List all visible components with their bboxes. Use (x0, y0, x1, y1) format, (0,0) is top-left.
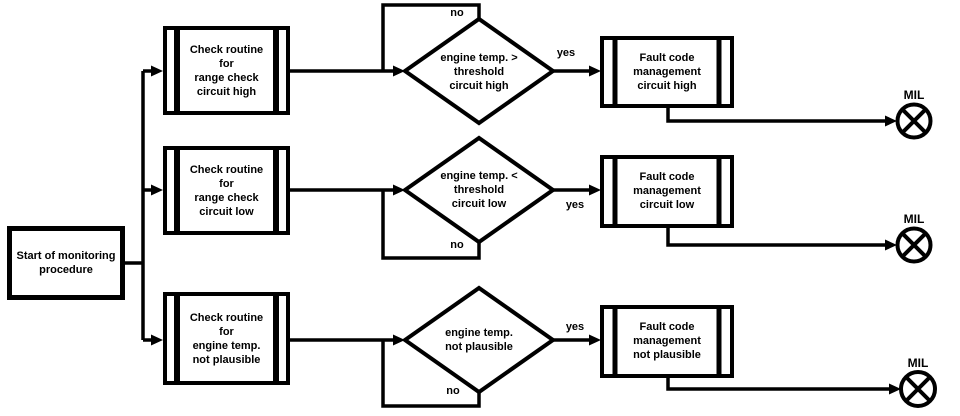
check-routine-label-3: Check routine for engine temp. not plaus… (189, 311, 264, 366)
decision-diamond-2 (401, 135, 557, 245)
fault-code-boxes (600, 36, 734, 378)
mil-label-1: MIL (903, 87, 925, 102)
no-label-2: no (450, 238, 464, 251)
check-routine-box-3-bars (174, 294, 279, 383)
fault-code-box-3 (600, 305, 734, 378)
decision-diamond-3 (401, 285, 557, 395)
check-to-decision-lines (290, 69, 394, 342)
start-node-box (7, 226, 125, 300)
mil-label-3: MIL (907, 355, 929, 370)
mil-lamp-icon (895, 226, 933, 264)
decision-label-1: engine temp. > threshold circuit high (440, 52, 518, 92)
decision-label-3: engine temp. not plausible (445, 327, 513, 353)
fault-code-box-2-bars (612, 157, 722, 226)
yes-label-2: yes (565, 198, 585, 211)
arrowheads (151, 65, 901, 395)
check-routine-box-1-bars (174, 28, 279, 113)
no-label-1: no (450, 6, 464, 19)
yes-lines (553, 69, 590, 342)
no-loop-2 (381, 190, 481, 260)
fault-code-label-3: Fault code management not plausible (633, 321, 701, 361)
decision-label-2: engine temp. < threshold circuit low (440, 170, 518, 210)
check-routine-label-2: Check routine for range check circuit lo… (189, 163, 264, 218)
decision-diamond-1 (401, 16, 557, 126)
connector-lines (125, 3, 890, 408)
check-routine-box-1 (163, 26, 290, 115)
fault-code-box-1-bars (612, 38, 722, 106)
fault-code-box-1 (600, 36, 734, 108)
mil-lines (666, 108, 890, 391)
no-loop-1 (381, 3, 481, 71)
check-routine-box-2 (163, 146, 290, 235)
yes-label-1: yes (556, 46, 576, 59)
no-loop-3 (381, 340, 481, 408)
fault-code-box-2 (600, 155, 734, 228)
mil-lamp-icon (895, 102, 933, 140)
check-routine-label-1: Check routine for range check circuit hi… (189, 43, 264, 98)
mil-label-2: MIL (903, 211, 925, 226)
mil-lamp-icon (899, 370, 937, 408)
branch-stubs (143, 69, 152, 342)
mil-lamp-icons (895, 102, 937, 408)
no-label-3: no (446, 384, 460, 397)
check-routine-box-2-bars (174, 148, 279, 233)
fault-code-box-3-bars (612, 307, 722, 376)
fault-code-label-2: Fault code management circuit low (633, 171, 701, 211)
check-routine-box-3 (163, 292, 290, 385)
fault-code-label-1: Fault code management circuit high (633, 52, 701, 92)
yes-label-3: yes (565, 320, 585, 333)
check-routine-boxes (163, 26, 290, 385)
start-node-label: Start of monitoring procedure (16, 250, 116, 276)
decision-diamonds (401, 16, 557, 395)
